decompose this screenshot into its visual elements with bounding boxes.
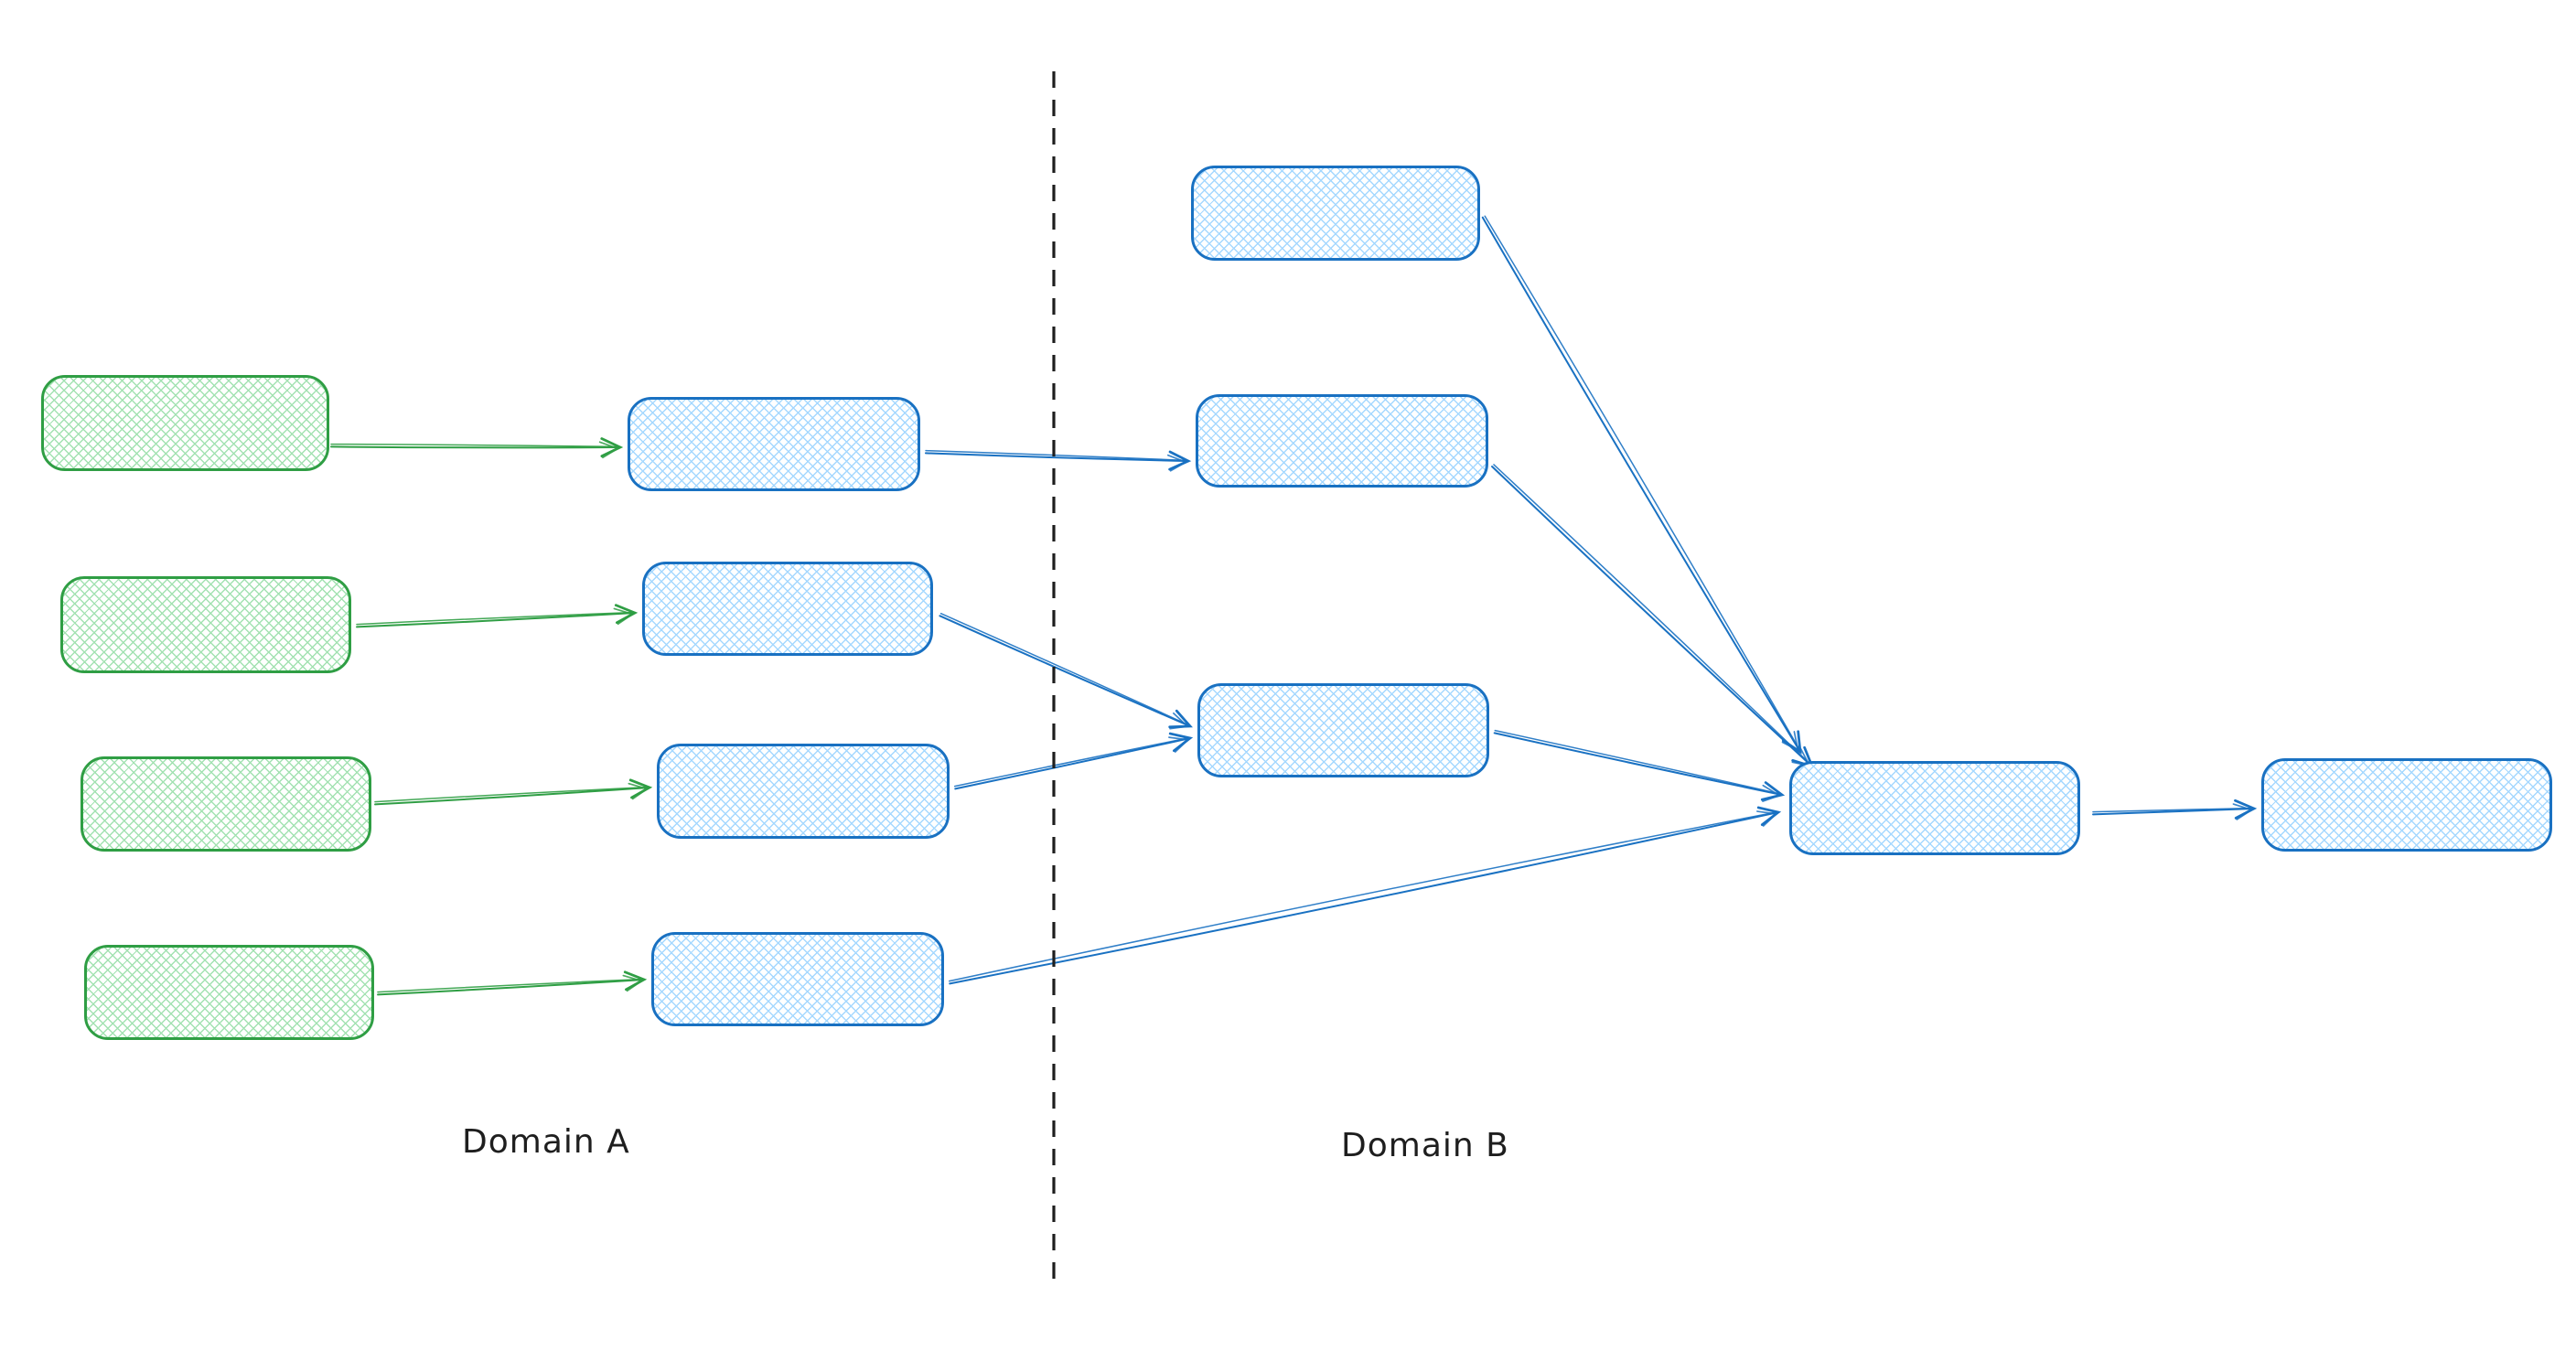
arrow-overdraw-merge-b-to-output-b	[2092, 807, 2255, 813]
arrow-overdraw-source-a2-to-proc-a2	[356, 611, 636, 626]
domain-a-label[interactable]: Domain A	[462, 1123, 630, 1161]
node-proc-a4[interactable]	[651, 932, 944, 1026]
arrow-overdraw-proc-a1-to-proc-b2	[925, 449, 1189, 462]
arrow-overdraw-proc-b3-to-merge-b	[1494, 729, 1783, 796]
arrow-overdraw-proc-b2-to-merge-b	[1493, 464, 1814, 767]
arrow-proc-b1-to-merge-b[interactable]	[1481, 216, 1802, 755]
arrow-overdraw-proc-b1-to-merge-b	[1484, 215, 1802, 753]
node-source-a1[interactable]	[41, 375, 329, 471]
arrow-proc-b2-to-merge-b[interactable]	[1491, 466, 1815, 769]
node-source-a4[interactable]	[84, 945, 374, 1040]
arrow-source-a2-to-proc-a2[interactable]	[356, 604, 639, 628]
node-proc-b2[interactable]	[1196, 394, 1488, 488]
arrow-overdraw-source-a1-to-proc-a1	[330, 443, 621, 448]
node-proc-a1[interactable]	[628, 397, 920, 491]
node-output-b[interactable]	[2261, 758, 2552, 852]
arrow-overdraw-proc-a2-to-proc-b3	[939, 612, 1191, 727]
node-proc-a2[interactable]	[642, 562, 933, 656]
node-merge-b[interactable]	[1789, 761, 2080, 855]
arrow-source-a3-to-proc-a3[interactable]	[374, 778, 653, 806]
node-source-a2[interactable]	[60, 576, 351, 673]
domain-b-label[interactable]: Domain B	[1341, 1127, 1509, 1164]
arrow-overdraw-source-a4-to-proc-a4	[377, 978, 645, 993]
arrow-proc-a2-to-proc-b3[interactable]	[939, 615, 1193, 730]
arrow-overdraw-source-a3-to-proc-a3	[374, 786, 650, 803]
node-proc-b1[interactable]	[1191, 166, 1480, 261]
arrow-proc-a1-to-proc-b2[interactable]	[924, 450, 1192, 472]
node-proc-a3[interactable]	[657, 744, 950, 839]
arrow-overdraw-proc-a4-to-merge-b	[948, 810, 1779, 982]
arrow-proc-a3-to-proc-b3[interactable]	[954, 732, 1194, 790]
node-source-a3[interactable]	[80, 756, 371, 852]
arrow-overdraw-proc-a3-to-proc-b3	[953, 736, 1191, 788]
arrow-merge-b-to-output-b[interactable]	[2092, 799, 2258, 820]
arrow-proc-a4-to-merge-b[interactable]	[949, 806, 1782, 985]
arrow-source-a4-to-proc-a4[interactable]	[377, 970, 648, 996]
arrow-proc-b3-to-merge-b[interactable]	[1493, 732, 1786, 802]
arrow-source-a1-to-proc-a1[interactable]	[329, 437, 624, 459]
node-proc-b3[interactable]	[1197, 683, 1489, 777]
